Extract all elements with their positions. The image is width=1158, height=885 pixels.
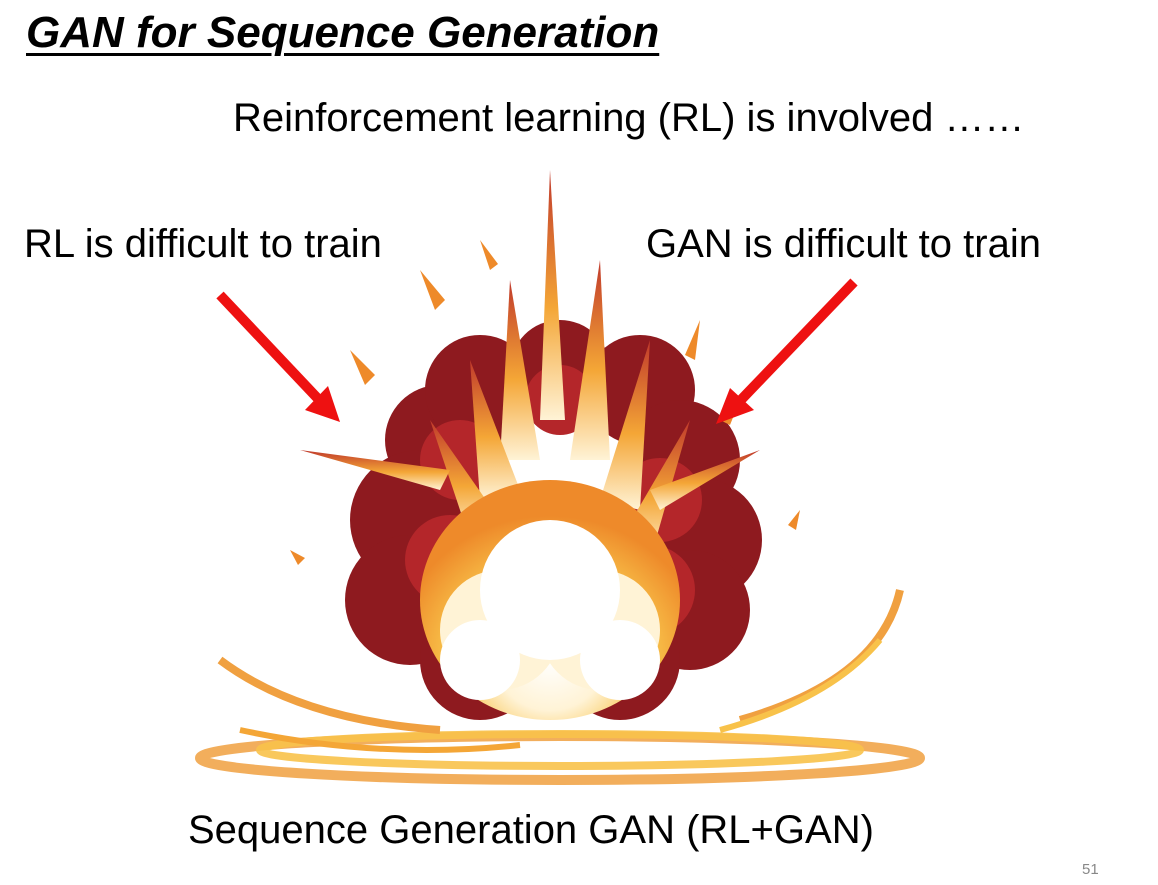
gan-difficulty-label: GAN is difficult to train (646, 222, 1041, 266)
ground-splash (195, 589, 925, 785)
page-number: 51 (1082, 861, 1099, 878)
rl-difficulty-label: RL is difficult to train (24, 222, 382, 266)
slide-title: GAN for Sequence Generation (26, 8, 660, 57)
explosion-illustration (195, 170, 925, 785)
explosion-core (420, 480, 680, 720)
slide-caption: Sequence Generation GAN (RL+GAN) (188, 808, 874, 852)
slide-subtitle: Reinforcement learning (RL) is involved … (233, 96, 1025, 140)
